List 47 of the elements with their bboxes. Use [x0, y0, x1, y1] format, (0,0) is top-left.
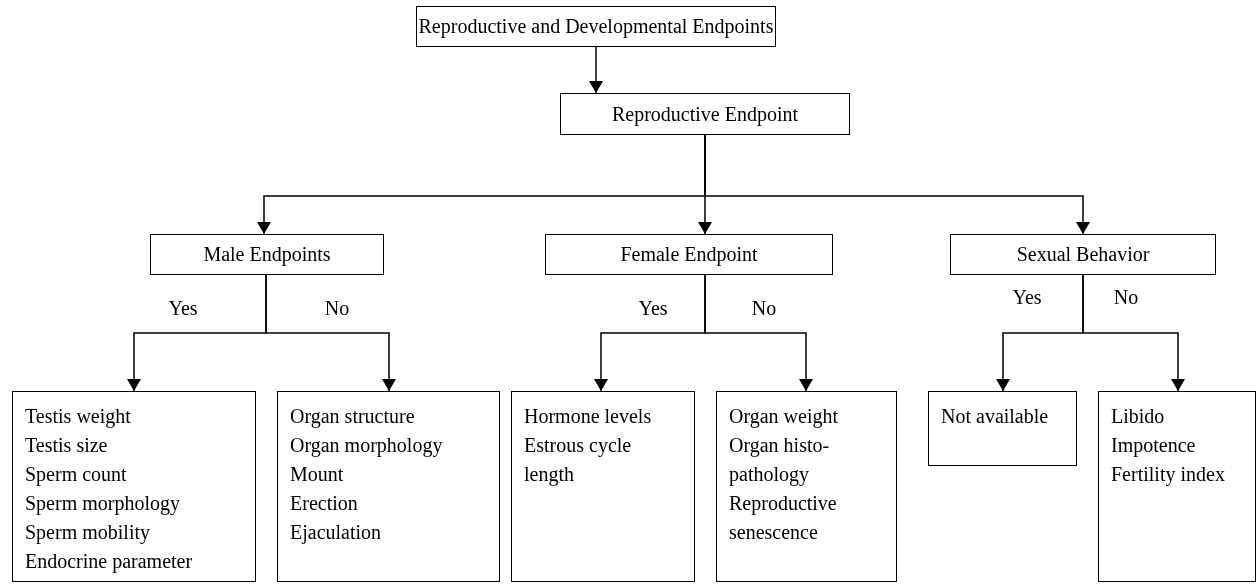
- list-box: [716, 391, 897, 582]
- list-item: Organ structure: [290, 404, 415, 430]
- category-box: [545, 234, 833, 275]
- list-item: Testis weight: [25, 404, 131, 430]
- box-title: Reproductive Endpoint: [611, 101, 799, 128]
- list-item: Libido: [1111, 404, 1165, 429]
- arrow: [704, 274, 813, 392]
- list-item: Testis size: [25, 433, 108, 458]
- list-item: Fertility index: [1111, 462, 1225, 488]
- list-item: Organ weight: [729, 404, 839, 430]
- list-item: Ejaculation: [290, 520, 382, 546]
- edge-label: No: [322, 298, 352, 318]
- list-box: [928, 391, 1077, 466]
- arrow: [1082, 274, 1185, 392]
- edge-label: No: [1111, 287, 1141, 307]
- edge-label: Yes: [636, 298, 670, 318]
- category-box: [416, 6, 776, 47]
- list-item: Endocrine parameter: [25, 549, 193, 575]
- category-box: [950, 234, 1216, 275]
- category-box: [560, 93, 850, 135]
- category-box: [150, 234, 384, 275]
- edge-label: Yes: [1010, 287, 1044, 307]
- list-box: [511, 391, 695, 582]
- list-box: [1098, 391, 1256, 582]
- list-item: Not available: [941, 404, 1049, 429]
- list-item: Sperm count: [25, 462, 127, 488]
- edge-label: Yes: [166, 298, 200, 318]
- arrow: [704, 134, 1090, 235]
- list-item: Sperm morphology: [25, 491, 180, 517]
- box-title: Female Endpoint: [620, 242, 758, 268]
- list-item: Erection: [290, 491, 358, 516]
- edge-label: No: [749, 298, 779, 318]
- arrow: [265, 274, 396, 392]
- box-title: Sexual Behavior: [1016, 242, 1150, 267]
- list-box: [12, 391, 256, 582]
- list-item: Estrous cycle length: [524, 433, 633, 488]
- box-title: Reproductive and Developmental Endpoints: [418, 14, 774, 40]
- list-item: Impotence: [1111, 433, 1196, 459]
- list-item: Sperm mobility: [25, 520, 150, 546]
- box-title: Male Endpoints: [203, 242, 331, 268]
- arrow: [589, 46, 603, 94]
- list-item: Mount: [290, 462, 344, 487]
- list-item: Reproductive senescence: [729, 491, 838, 545]
- list-item: Organ morphology: [290, 433, 443, 459]
- list-box: [277, 391, 500, 582]
- list-item: Organ histo-pathology: [729, 433, 831, 488]
- list-item: Hormone levels: [524, 404, 652, 429]
